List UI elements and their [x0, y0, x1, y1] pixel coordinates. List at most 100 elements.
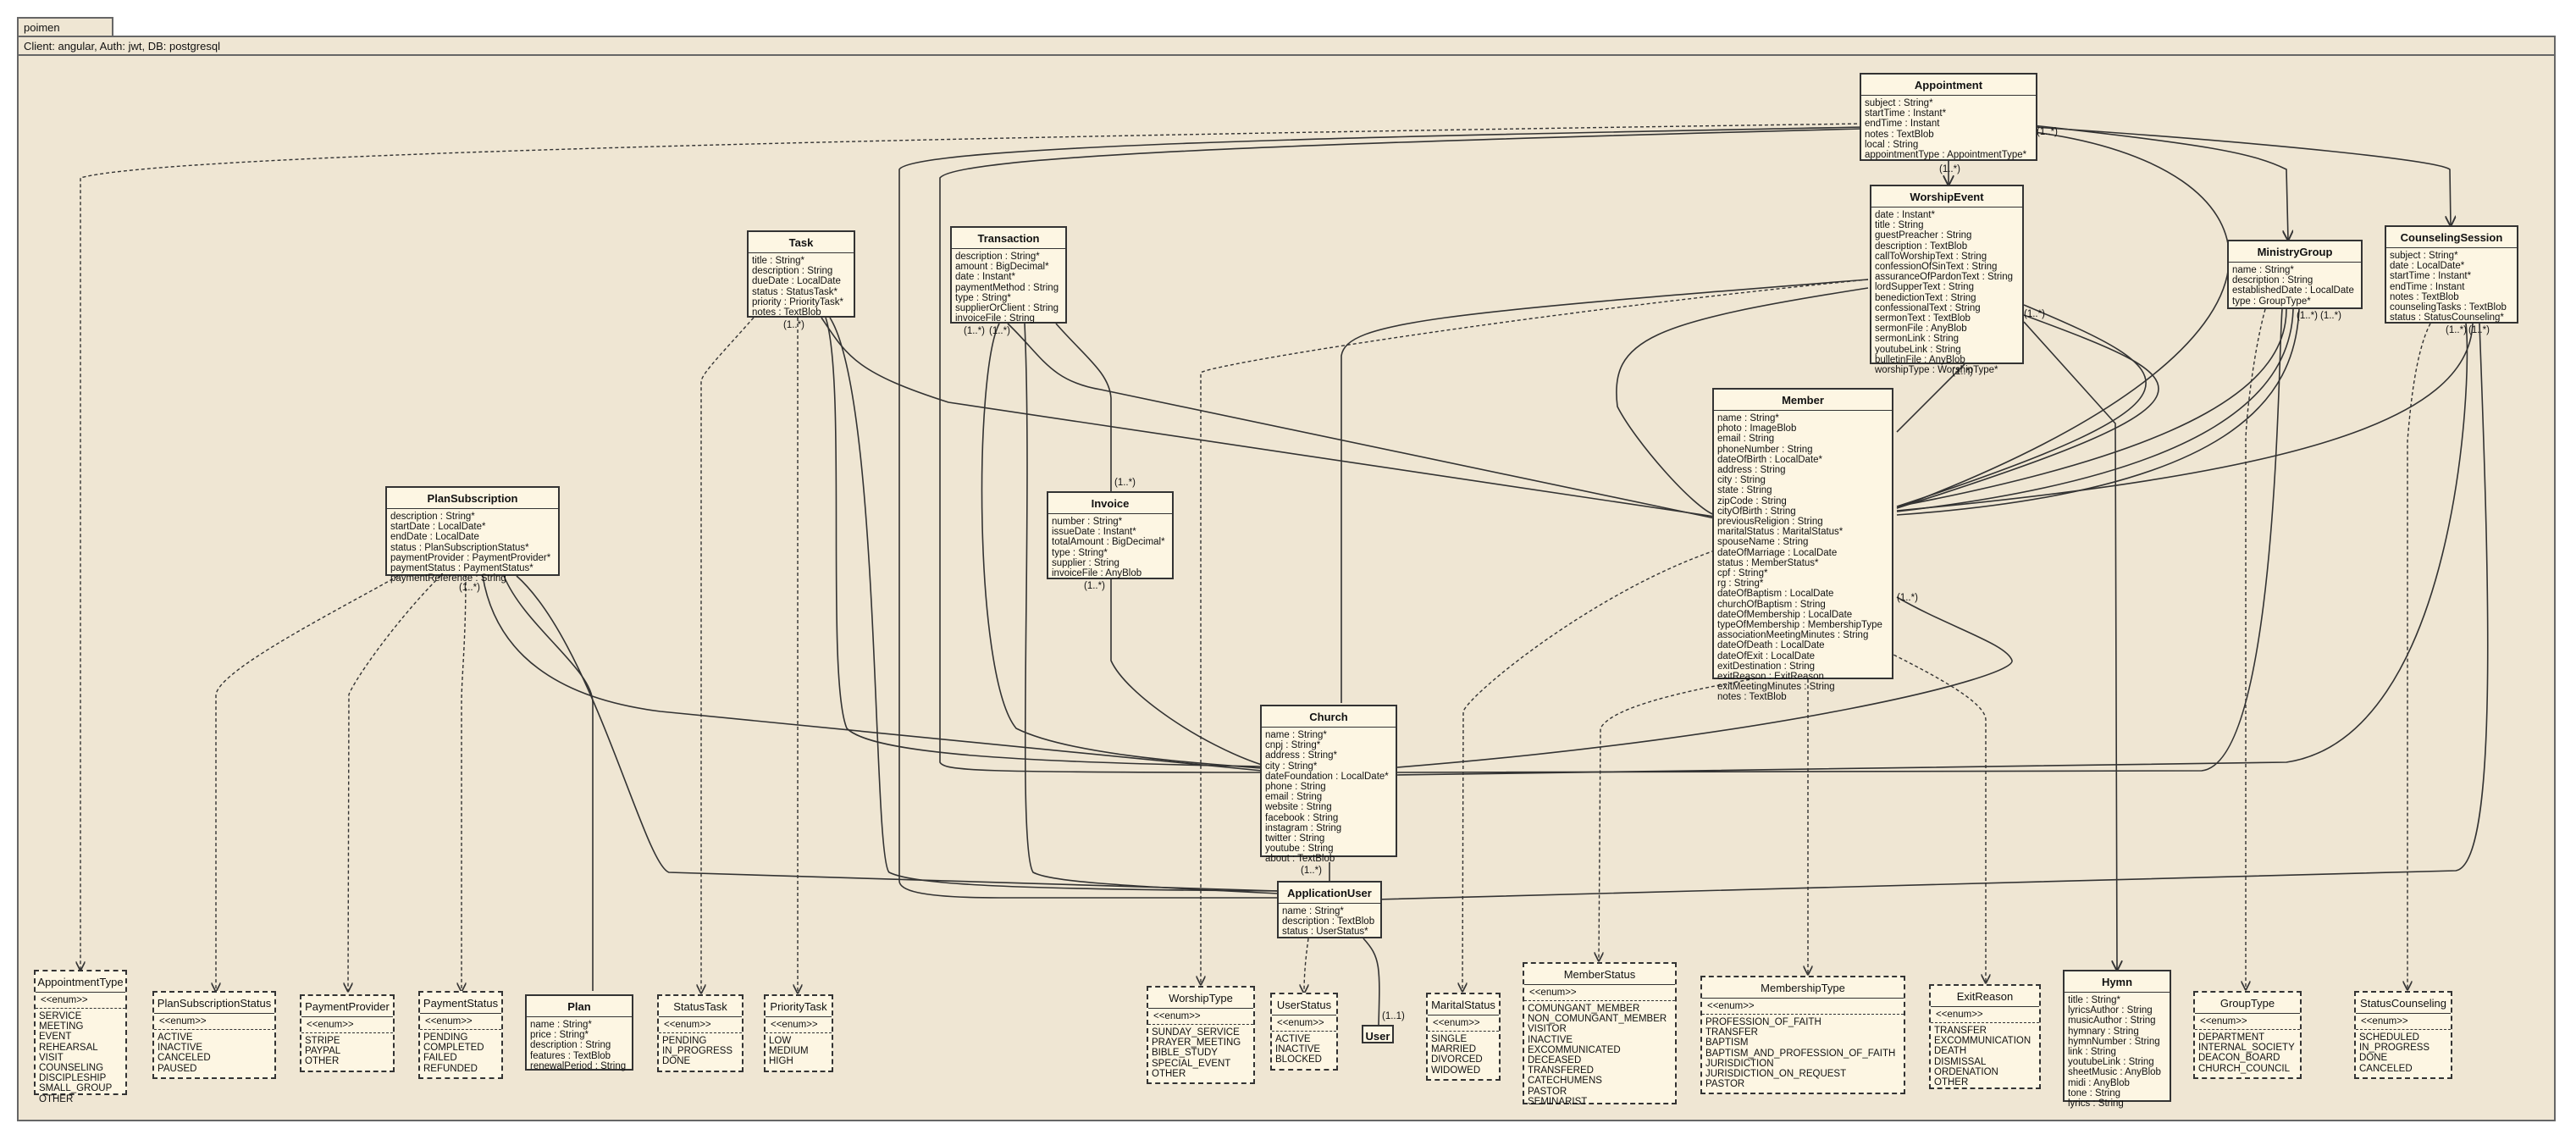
- entity-applicationuser[interactable]: ApplicationUser name : String*descriptio…: [1277, 881, 1382, 938]
- entity-transaction[interactable]: Transaction description : String*amount …: [950, 226, 1067, 324]
- list-line: invoiceFile : String: [955, 313, 1035, 324]
- list-line: SEMINARIST: [1528, 1096, 1588, 1107]
- multiplicity: (1..1): [1382, 1011, 1405, 1021]
- list-line: EVENT: [39, 1032, 72, 1043]
- entity-hymn[interactable]: Hymn title : String*lyricsAuthor : Strin…: [2063, 970, 2171, 1109]
- list-line: CANCELED: [2359, 1063, 2413, 1074]
- list-line: spouseName : String: [1717, 537, 1809, 548]
- enum-title: UserStatus: [1272, 994, 1336, 1015]
- list-line: description : TextBlob: [1282, 916, 1375, 927]
- list-line: NON_COMUNGANT_MEMBER: [1528, 1014, 1667, 1025]
- enum-title: MembershipType: [1702, 977, 1904, 999]
- list-line: midi : AnyBlob: [2068, 1077, 2130, 1088]
- list-line: OTHER: [39, 1093, 74, 1104]
- list-line: SINGLE: [1431, 1034, 1468, 1044]
- rel-transaction-applicationuser: [1024, 323, 1280, 894]
- entity-plansubscription[interactable]: PlanSubscription description : String*st…: [385, 486, 560, 584]
- entity-fields: description : String*startDate : LocalDa…: [387, 509, 558, 586]
- entity-appointment[interactable]: Appointment subject : String*startTime :…: [1860, 73, 2037, 161]
- diagram-header: Client: angular, Auth: jwt, DB: postgres…: [19, 37, 2554, 56]
- list-line: PENDING: [662, 1036, 707, 1046]
- list-line: photo : ImageBlob: [1717, 423, 1797, 434]
- list-line: paymentMethod : String: [955, 282, 1059, 293]
- list-line: name : String*: [1717, 413, 1779, 423]
- enum-title: ExitReason: [1931, 986, 2039, 1007]
- enum-stereotype: <<enum>>: [2195, 1014, 2300, 1030]
- list-line: confessionalText : String: [1875, 302, 1981, 313]
- list-line: paymentProvider : PaymentProvider*: [390, 552, 551, 563]
- entity-ministrygroup[interactable]: MinistryGroup name : String*description …: [2227, 240, 2363, 309]
- list-line: COUNSELING: [39, 1063, 104, 1074]
- list-line: notes : TextBlob: [1865, 129, 1934, 140]
- entity-worshipevent[interactable]: WorshipEvent date : Instant*title : Stri…: [1870, 185, 2024, 375]
- entity-invoice[interactable]: Invoice number : String*issueDate : Inst…: [1047, 491, 1174, 579]
- list-line: name : String*: [1282, 906, 1344, 916]
- enum-stereotype: <<enum>>: [420, 1014, 501, 1030]
- list-line: SPECIAL_EVENT: [1152, 1058, 1231, 1069]
- list-line: subject : String*: [2390, 251, 2458, 261]
- entity-user[interactable]: User: [1362, 1025, 1394, 1043]
- list-line: endTime : Instant: [2390, 281, 2465, 292]
- list-line: number : String*: [1052, 517, 1123, 527]
- list-line: VISITOR: [1528, 1024, 1567, 1035]
- multiplicity: (1..*): [1939, 164, 1960, 174]
- multiplicity: (1..*): [1084, 581, 1105, 591]
- dep-paymentstatus: [462, 575, 467, 991]
- list-line: status : PlanSubscriptionStatus*: [390, 542, 529, 553]
- list-line: description : String*: [955, 252, 1040, 262]
- rel-task-church: [825, 317, 1263, 767]
- enum-stereotype: <<enum>>: [1272, 1015, 1336, 1032]
- list-line: status : StatusTask*: [752, 286, 837, 297]
- list-line: BIBLE_STUDY: [1152, 1048, 1218, 1059]
- entity-title: Appointment: [1861, 75, 2036, 96]
- enum-title: AppointmentType: [36, 971, 125, 993]
- entity-church[interactable]: Church name : String*cnpj : String*addre…: [1260, 705, 1397, 864]
- list-line: INACTIVE: [1528, 1034, 1573, 1045]
- list-line: confessionOfSinText : String: [1875, 262, 1998, 273]
- rel-applicationuser-user: [1363, 938, 1380, 1026]
- dep-maritalstatus: [1462, 550, 1716, 991]
- list-line: DECEASED: [1528, 1055, 1582, 1066]
- entity-plan[interactable]: Plan name : String*price : String*descri…: [525, 994, 633, 1071]
- list-line: JURISDICTION: [1705, 1058, 1774, 1069]
- list-line: date : Instant*: [1875, 210, 1935, 220]
- list-line: EXCOMMUNICATION: [1934, 1036, 2032, 1047]
- enum-stereotype: <<enum>>: [1931, 1007, 2039, 1023]
- entity-task[interactable]: Task title : String*description : String…: [747, 230, 855, 318]
- entity-counselingsession[interactable]: CounselingSession subject : String*date …: [2385, 225, 2518, 324]
- list-line: cpf : String*: [1717, 568, 1768, 579]
- list-line: maritalStatus : MaritalStatus*: [1717, 527, 1844, 538]
- enum-title: PaymentStatus: [420, 993, 501, 1014]
- list-line: CATECHUMENS: [1528, 1076, 1602, 1087]
- list-line: CHURCH_COUNCIL: [2198, 1063, 2290, 1074]
- list-line: youtubeLink : String: [1875, 344, 1961, 355]
- list-line: issueDate : Instant*: [1052, 527, 1136, 538]
- entity-title: ApplicationUser: [1279, 883, 1380, 904]
- list-line: PENDING: [423, 1032, 468, 1043]
- list-line: supplier : String: [1052, 557, 1119, 568]
- enum-membershiptype[interactable]: MembershipType <<enum>> PROFESSION_OF_FA…: [1700, 976, 1905, 1094]
- list-line: exitDestination : String: [1717, 661, 1816, 672]
- list-line: endDate : LocalDate: [390, 532, 479, 543]
- dep-worshiptype: [1201, 279, 1869, 984]
- list-line: name : String*: [2232, 265, 2294, 275]
- list-line: startTime : Instant*: [1865, 108, 1947, 119]
